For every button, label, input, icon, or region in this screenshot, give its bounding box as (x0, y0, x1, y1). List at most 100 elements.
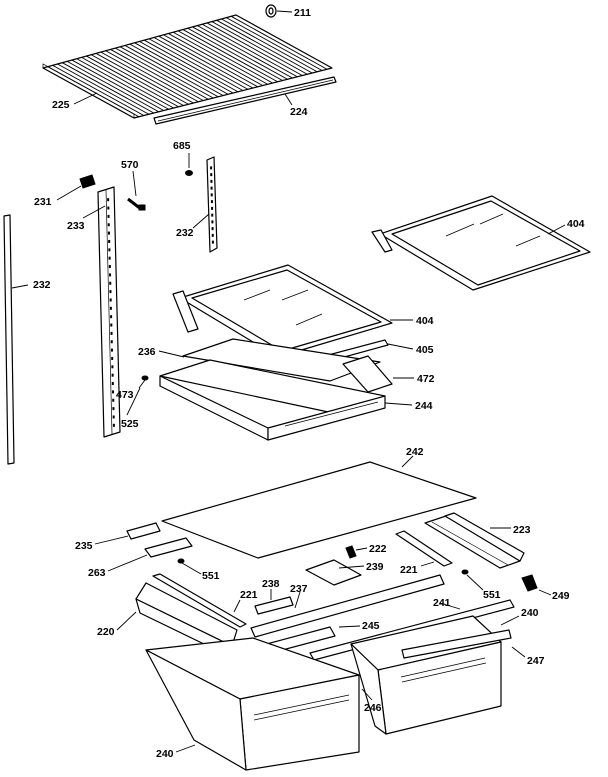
shelf-wire (71, 59, 164, 111)
part-247-handle (401, 629, 526, 659)
callout-404-b: 404 (416, 315, 434, 327)
rail-slot (210, 166, 213, 170)
shelf-wire (105, 50, 199, 103)
callout-223: 223 (513, 524, 531, 536)
shelf-wire (187, 27, 283, 81)
shelf-wire (226, 17, 323, 71)
callout-404-a: 404 (567, 218, 585, 230)
part-240-right-drawer (350, 615, 520, 735)
shelf-wire (76, 58, 169, 110)
shelf-wire (173, 31, 268, 85)
rail-slot (211, 213, 214, 217)
part-232-center-rail (192, 156, 218, 253)
rail-slot (110, 348, 113, 352)
part-551-screw-right (461, 569, 484, 591)
rail-slot (111, 373, 114, 377)
shelf-wire (91, 54, 184, 106)
part-570-screw (127, 170, 146, 211)
callout-237: 237 (290, 583, 308, 595)
shelf-wire (221, 18, 318, 73)
callout-232-a: 232 (176, 227, 194, 239)
rail-slot (109, 281, 112, 285)
part-221-left-rail (152, 573, 247, 628)
part-239-bracket (305, 559, 365, 586)
callout-211: 211 (294, 7, 311, 19)
rail-slot (210, 193, 213, 197)
rail-slot (110, 323, 113, 327)
callout-525: 525 (121, 418, 139, 430)
rail-slot (108, 256, 111, 260)
part-244-frame (159, 359, 413, 441)
callout-685: 685 (173, 140, 191, 152)
part-404-upper-glass-shelf (371, 195, 591, 291)
callout-236: 236 (138, 346, 156, 358)
shelf-wire (95, 53, 189, 105)
part-236-cover (158, 338, 381, 382)
rail-slot (211, 240, 214, 244)
part-238-handle (254, 589, 294, 615)
rail-slot (111, 356, 114, 360)
rail-slot (211, 206, 214, 210)
rail-slot (210, 173, 213, 177)
shelf-wire (134, 42, 229, 95)
shelf-wire (216, 19, 313, 74)
callout-247: 247 (527, 655, 545, 667)
part-231-bracket (56, 174, 96, 201)
rail-slot (109, 273, 112, 277)
shelf-wire (153, 37, 249, 90)
shelf-wire (115, 47, 209, 100)
rail-slot (112, 407, 115, 411)
callout-233: 233 (67, 220, 85, 232)
shelf-wire (119, 46, 214, 99)
callout-241: 241 (433, 597, 451, 609)
callout-221-b: 221 (240, 589, 258, 601)
rail-slot (112, 423, 115, 427)
part-211-knob (265, 4, 293, 18)
part-249-hinge (521, 574, 552, 596)
shelf-wire (230, 15, 328, 70)
shelf-wire (197, 25, 293, 79)
shelf-wire (129, 43, 224, 96)
rail-slot (112, 415, 115, 419)
shelf-wire (86, 55, 179, 108)
shelf-wire (192, 26, 288, 80)
rail-slot (107, 206, 110, 210)
rail-slot (110, 331, 113, 335)
shelf-wire (182, 29, 278, 83)
shelf-wire (163, 34, 258, 88)
shelf-wire (66, 60, 159, 113)
shelf-wire (206, 22, 303, 76)
callout-231: 231 (34, 196, 52, 208)
shelf-wire (57, 63, 150, 115)
shelf-wire (211, 21, 308, 75)
shelf-wire (158, 35, 254, 89)
part-551-screw-left (177, 558, 202, 575)
rail-slot (108, 239, 111, 243)
callout-249: 249 (552, 590, 570, 602)
callout-238: 238 (262, 578, 280, 590)
shelf-wire (144, 39, 239, 93)
callout-221-a: 221 (400, 564, 418, 576)
rail-slot (107, 223, 110, 227)
callout-405: 405 (416, 344, 434, 356)
part-222-clip (345, 545, 368, 559)
callout-240-b: 240 (156, 748, 174, 760)
rail-slot (211, 233, 214, 237)
callout-244: 244 (415, 400, 433, 412)
shelf-wire (168, 33, 263, 86)
shelf-wire (81, 57, 174, 109)
rail-slot (108, 248, 111, 252)
part-232-left-rail (3, 214, 29, 465)
part-240-left-drawer (145, 637, 360, 771)
rail-slot (109, 290, 112, 294)
rail-slot (112, 398, 115, 402)
part-233-rail (82, 186, 121, 438)
part-242-glass-panel (161, 455, 477, 559)
shelf-wire (139, 41, 234, 94)
rail-slot (210, 186, 213, 190)
rail-slot (107, 231, 110, 235)
callout-570: 570 (121, 159, 139, 171)
rail-slot (111, 382, 114, 386)
callout-224: 224 (290, 106, 308, 118)
shelf-wire (177, 30, 273, 84)
